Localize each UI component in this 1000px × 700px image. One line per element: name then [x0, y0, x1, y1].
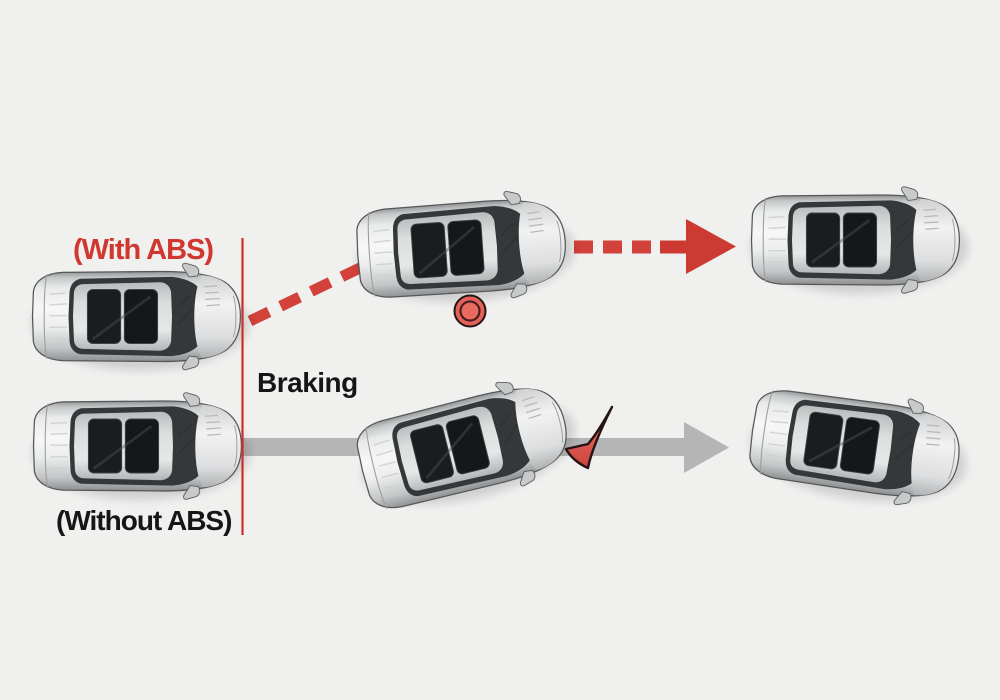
car-with-abs-end — [751, 187, 969, 294]
abs-dashed-path-arrow — [247, 219, 736, 326]
without-abs-label: (Without ABS) — [56, 505, 231, 536]
abs-arrow-stub — [660, 240, 686, 254]
with-abs-label: (With ABS) — [73, 234, 213, 266]
abs-arrowhead — [686, 219, 736, 274]
wheel-marker-circle-icon — [453, 294, 487, 328]
car-without-abs-start — [33, 393, 251, 500]
no-abs-arrowhead — [684, 422, 729, 473]
braking-label: Braking — [257, 367, 358, 398]
car-with-abs-start — [32, 263, 250, 370]
skid-marker-cone-icon — [564, 405, 614, 470]
abs-path-rising-dashes — [247, 262, 365, 326]
